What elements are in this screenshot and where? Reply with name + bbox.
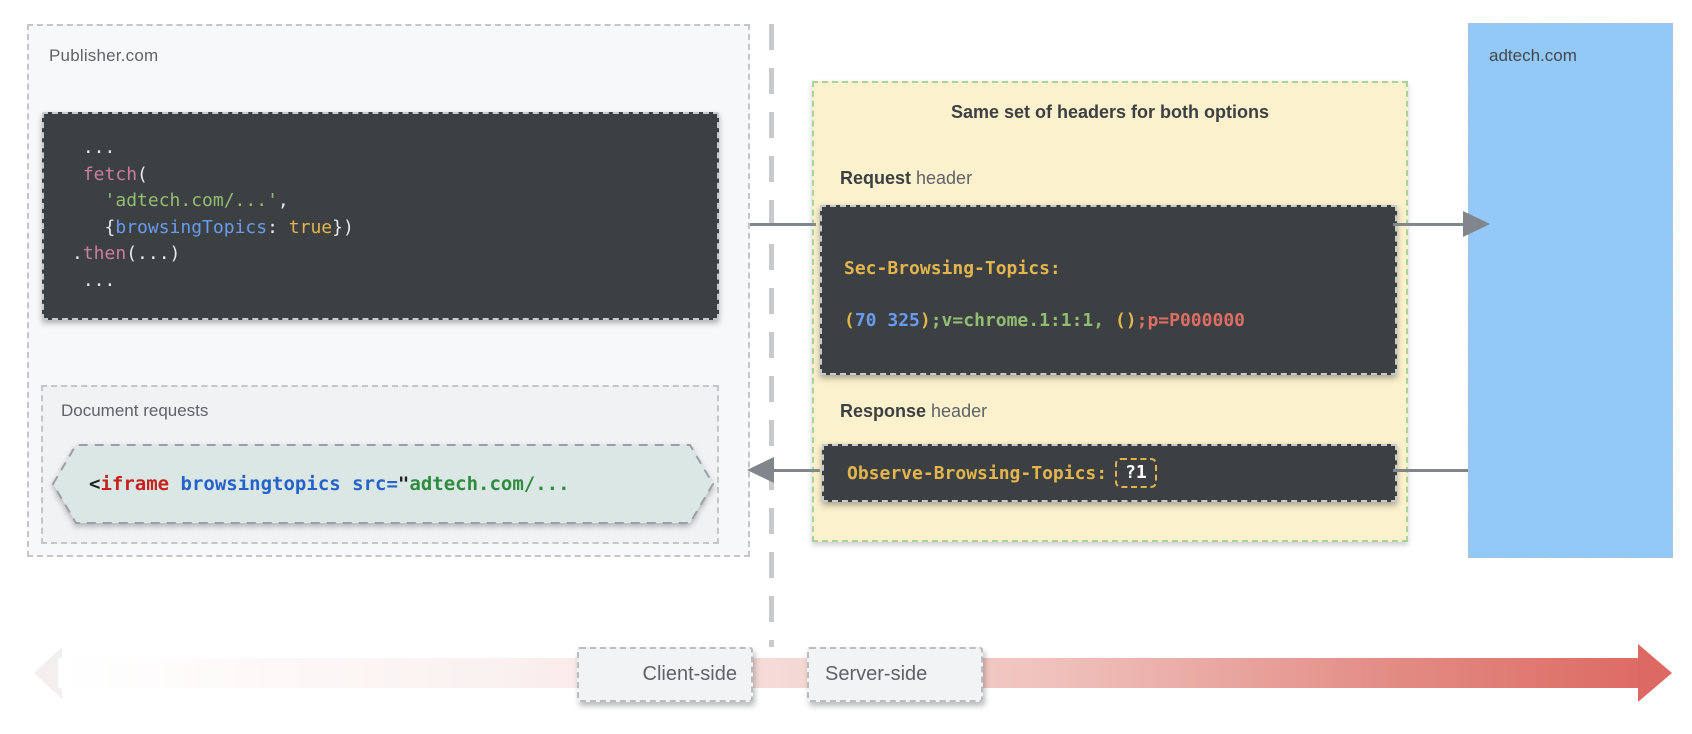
code-token: Sec-Browsing-Topics: [844,258,1061,279]
code-token: ) [919,310,931,331]
request-header-label-rest: header [911,168,973,188]
adtech-box: adtech.com [1468,23,1673,558]
document-requests-box: Document requests <iframe browsingtopics… [41,385,719,544]
code-token: browsingtopics [180,473,341,495]
headers-panel: Same set of headers for both options Req… [812,81,1408,542]
publisher-label: Publisher.com [49,46,159,65]
server-side-box: Server-side [807,647,983,702]
client-server-divider [769,24,774,647]
response-header-label-bold: Response [840,401,927,421]
code-line: {browsingTopics: true}) [72,215,717,242]
code-line: 'adtech.com/...', [72,188,717,215]
response-header-label-rest: header [926,401,988,421]
timeline-right-arrowhead-icon [1638,644,1672,702]
hexagon-outline-icon [52,444,714,524]
code-token: then [82,243,127,264]
code-token: ... [72,137,116,158]
response-header-code-block: Observe-Browsing-Topics: ?1 [822,444,1397,502]
code-token: ( [137,163,148,185]
code-token: ( [844,310,855,331]
code-token: src= [352,473,398,495]
fetch-code-block: ... fetch( 'adtech.com/...', {browsingTo… [42,112,719,320]
client-side-box: Client-side [577,647,753,702]
request-header-label: Request header [840,168,972,189]
client-side-label: Client-side [642,663,737,685]
adtech-label: adtech.com [1489,46,1577,65]
code-token: ... [72,269,116,291]
code-token: fetch [82,163,138,185]
iframe-tag-shape: <iframe browsingtopics src="adtech.com/.… [52,444,714,524]
code-token [169,473,180,495]
iframe-code: <iframe browsingtopics src="adtech.com/.… [52,444,714,524]
request-line-left [750,223,816,226]
code-token: . [72,243,83,264]
response-header-label: Response header [840,401,987,422]
code-line: Sec-Browsing-Topics: [844,243,1395,295]
code-token [72,190,105,211]
headers-panel-title: Same set of headers for both options [950,102,1270,122]
code-token: ;p=P000000 [1136,310,1245,331]
code-line: fetch( [72,162,717,189]
code-token: 70 325 [854,310,920,331]
code-token: , [277,190,289,211]
code-token: browsingTopics [115,216,268,238]
request-header-label-bold: Request [840,168,912,188]
code-line: ... [72,135,717,162]
document-requests-label: Document requests [61,401,209,420]
code-line: (70 325);v=chrome.1:1:1, ();p=P000000 [844,295,1395,347]
timeline-left-arrowhead-icon [34,647,62,699]
code-token: () [1104,310,1137,331]
code-token: " [397,473,410,495]
response-header-code: Observe-Browsing-Topics: [847,463,1107,484]
code-token: { [72,216,116,238]
code-token: }) [332,216,354,238]
code-token: : [267,216,289,238]
code-token: Observe-Browsing-Topics: [847,462,1108,484]
response-value-chip: ?1 [1115,458,1157,488]
request-line-right [1393,223,1465,226]
code-token: ;v=chrome.1:1:1, [930,310,1105,331]
code-line: .then(...) [72,241,717,268]
response-arrowhead-icon [747,457,774,483]
code-token: iframe [100,473,170,495]
request-header-code-block: Sec-Browsing-Topics: (70 325);v=chrome.1:… [820,205,1397,375]
code-token [341,473,352,495]
response-line-left [773,469,820,472]
code-line: ... [72,268,717,295]
server-side-label: Server-side [825,663,928,685]
code-token: true [288,216,333,238]
code-token: (...) [126,243,181,264]
code-token [72,164,83,185]
code-token: adtech.com/... [409,473,570,495]
publisher-box: Publisher.com ... fetch( 'adtech.com/...… [27,24,750,557]
request-arrowhead-icon [1463,211,1490,237]
code-token: 'adtech.com/...' [104,190,278,211]
response-line-right [1393,469,1468,472]
code-token: < [89,473,101,495]
